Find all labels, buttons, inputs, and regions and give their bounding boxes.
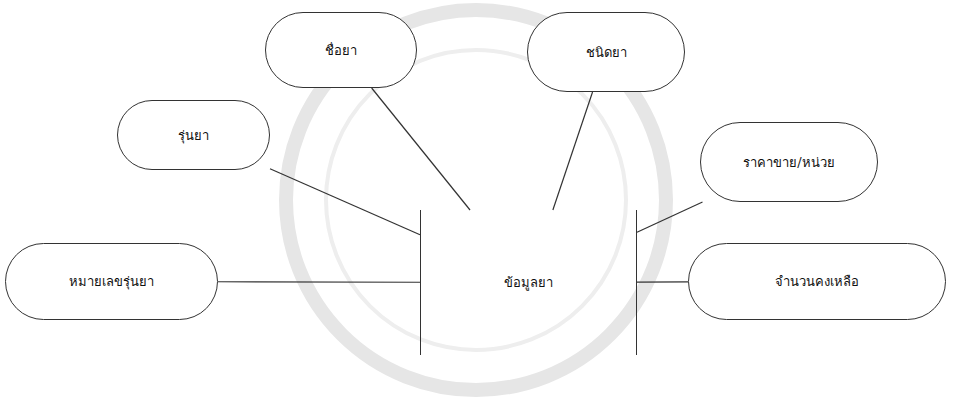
attribute-link: [553, 92, 593, 210]
attribute-label: ชนิดยา: [580, 42, 633, 63]
attribute-pill: ชื่อยา: [265, 12, 417, 88]
attribute-link: [372, 88, 470, 210]
entity-box: ข้อมูลยา: [420, 210, 637, 355]
attribute-pill: รุ่นยา: [117, 100, 270, 170]
attribute-label: ราคาขาย/หน่วย: [737, 152, 840, 173]
attribute-pill: จำนวนคงเหลือ: [688, 243, 946, 320]
attribute-pill: ชนิดยา: [527, 12, 685, 92]
attribute-link: [637, 202, 703, 232]
attribute-label: รุ่นยา: [172, 125, 215, 146]
attribute-label: จำนวนคงเหลือ: [769, 271, 865, 292]
attribute-label: ชื่อยา: [319, 40, 363, 61]
attribute-link: [218, 281, 420, 283]
attribute-label: หมายเลขรุ่นยา: [63, 271, 160, 292]
attribute-pill: ราคาขาย/หน่วย: [700, 122, 878, 202]
attribute-link: [637, 281, 688, 282]
attribute-link: [270, 169, 420, 235]
attribute-pill: หมายเลขรุ่นยา: [5, 243, 218, 320]
watermark-ring: [326, 50, 626, 350]
attribute-label: ข้อมูลยา: [498, 272, 559, 293]
